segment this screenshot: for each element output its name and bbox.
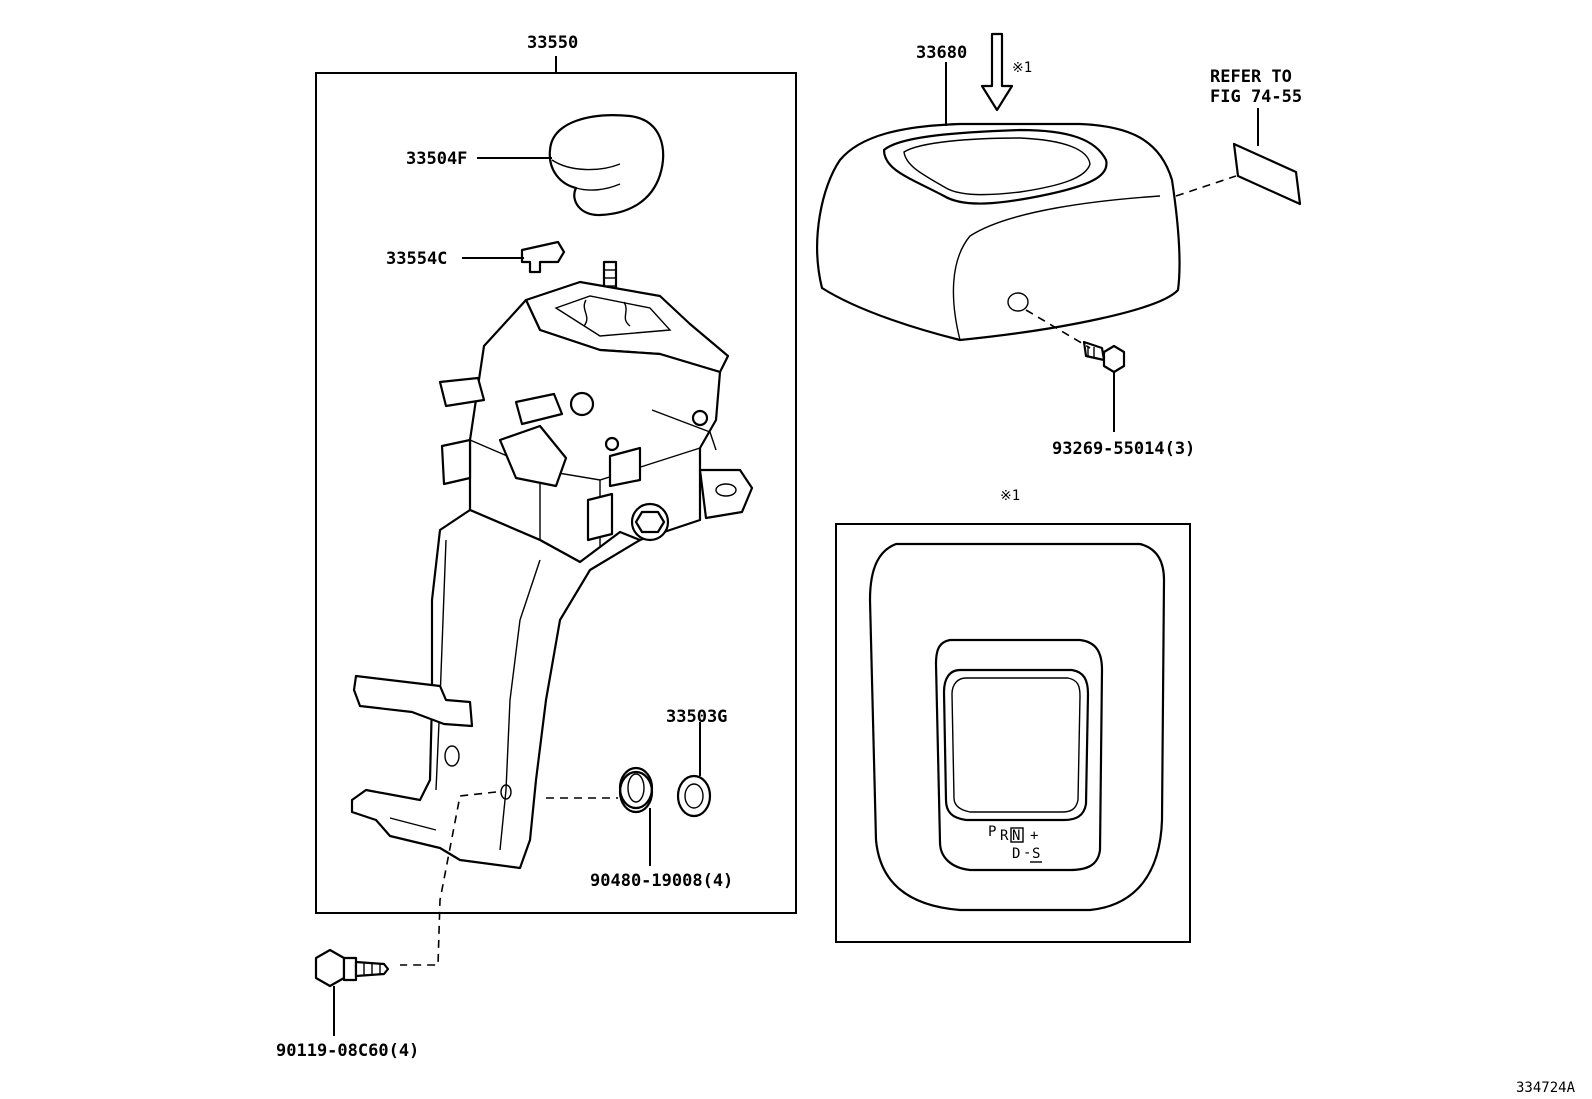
clip-33554C [520,240,566,274]
view-arrow [980,32,1014,112]
bolt-90119 [314,948,390,988]
dash-bolt [400,791,497,966]
gate-S: S [1032,846,1040,862]
shift-knob [548,114,665,217]
cover-33680 [816,122,1181,342]
shift-gate-indicator: P R N + D - S [988,824,1042,863]
label-33504F: 33504F [406,149,467,169]
gate-plus: + [1030,828,1038,844]
collar-33503G [676,774,712,818]
grommet-90480 [618,766,654,814]
shift-lever-mechanism [350,260,754,870]
inset-frame [835,523,1191,943]
assembly-33550: 33550 33504F 33554C [315,33,797,966]
label-90480: 90480-19008(4) [590,871,733,891]
gate-R: R [1000,828,1009,844]
refer-line1: REFER TO [1210,67,1292,87]
label-33550: 33550 [527,33,578,53]
ornament-plate [1232,142,1302,206]
note-mark-top: ※1 [1012,60,1032,76]
dash-ornament [1175,175,1237,197]
label-33680: 33680 [916,43,967,63]
inset-view: P R N + D - S [835,523,1191,943]
label-33503G: 33503G [666,707,727,727]
label-33554C: 33554C [386,249,447,269]
gate-N: N [1012,828,1020,844]
gate-minus: - [1023,845,1031,861]
dash-screw [1025,309,1091,349]
label-93269: 93269-55014(3) [1052,439,1195,459]
gate-N-box [1010,827,1024,843]
screw-93269 [1082,340,1126,374]
refer-line2: FIG 74-55 [1210,87,1302,107]
figure-id: 334724A [1516,1080,1576,1096]
label-90119: 90119-08C60(4) [276,1041,419,1061]
gate-P: P [988,824,996,840]
note-mark-inset: ※1 [1000,488,1020,504]
gate-D: D [1012,846,1020,862]
